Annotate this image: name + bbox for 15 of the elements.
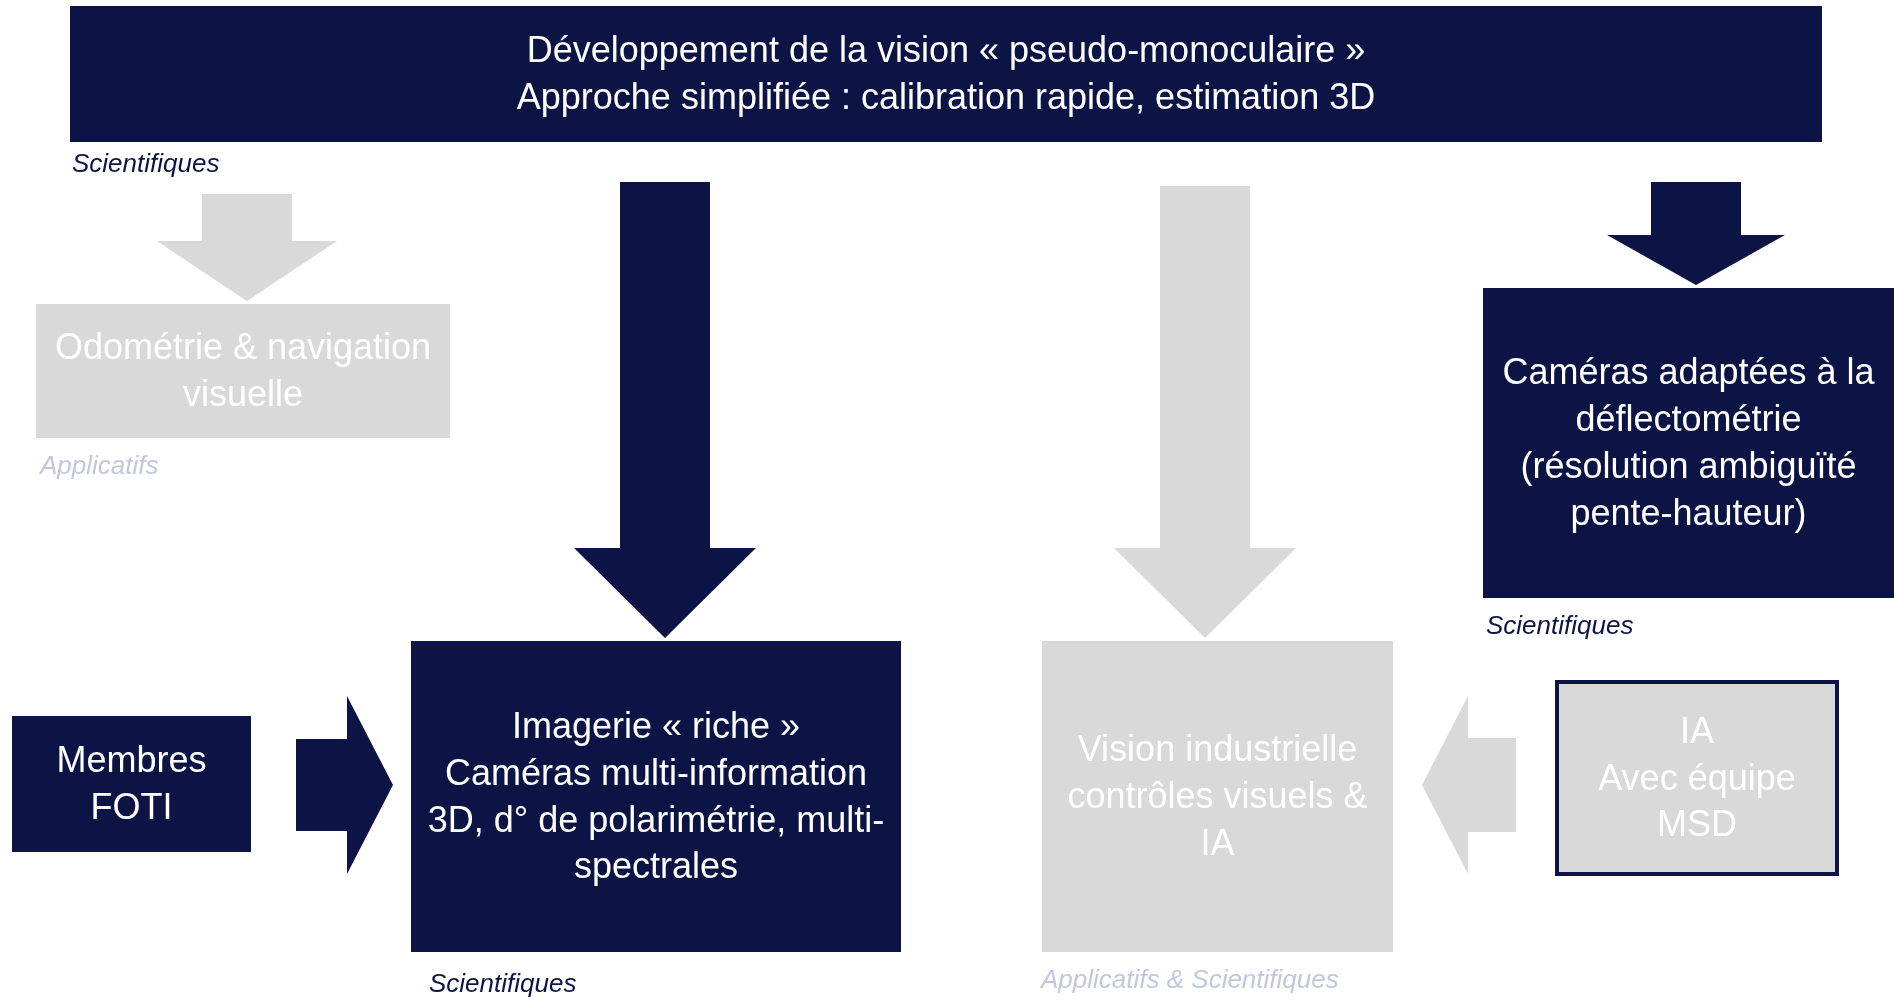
text-box: Caméras adaptées à la déflectométrie (résolution ambiguïté pente-hauteur)	[1483, 288, 1894, 598]
block-arrow	[1607, 182, 1785, 285]
category-label: Applicatifs	[40, 450, 159, 481]
category-label: Scientifiques	[429, 968, 577, 999]
block-arrow	[1422, 696, 1516, 874]
block-arrow	[296, 696, 393, 874]
text-box: Imagerie « riche » Caméras multi-information 3D, d° de polarimétrie, multi-spectrales	[411, 641, 901, 952]
category-label: Applicatifs & Scientifiques	[1041, 964, 1339, 995]
block-arrow	[574, 182, 756, 638]
block-arrow	[1114, 186, 1296, 638]
text-box: Membres FOTI	[12, 716, 251, 852]
category-label: Scientifiques	[1486, 610, 1634, 641]
text-box: Développement de la vision « pseudo-monoculaire » Approche simplifiée : calibration rapide, estimation 3D	[70, 6, 1822, 142]
category-label: Scientifiques	[72, 148, 220, 179]
block-arrow	[157, 194, 337, 301]
